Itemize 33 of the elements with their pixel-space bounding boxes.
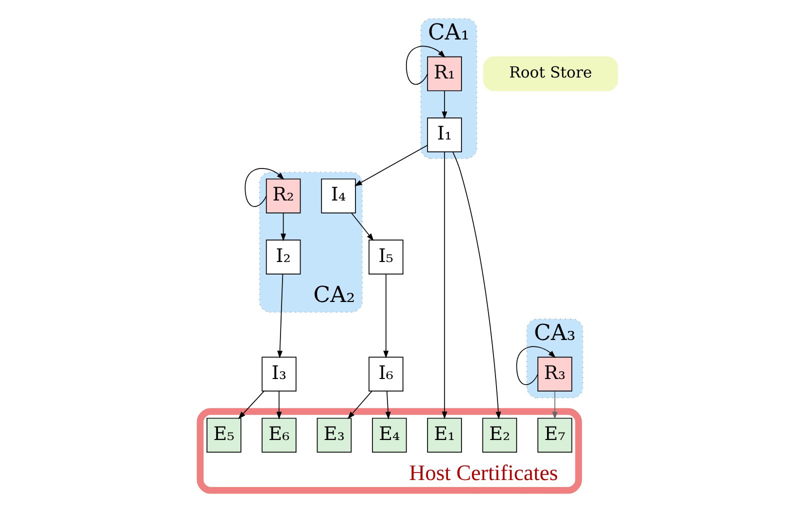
node-box: E₂	[482, 418, 517, 453]
arrow	[382, 274, 388, 358]
arrow	[244, 168, 284, 207]
node-box: E₆	[261, 418, 296, 453]
arrow	[441, 152, 447, 420]
node-box: I₁	[426, 117, 462, 152]
node-box: I₂	[265, 240, 300, 274]
arrow	[452, 152, 501, 420]
node-box: E₇	[536, 418, 572, 453]
arrow	[384, 390, 390, 420]
node-box: I₄	[320, 178, 356, 214]
node-box: R₂	[265, 178, 300, 214]
arrow	[276, 274, 283, 358]
arrow	[280, 212, 286, 242]
arrow	[354, 144, 428, 186]
node-box: E₅	[206, 418, 241, 453]
node-box: E₃	[316, 418, 352, 453]
node-box: R₃	[536, 356, 572, 392]
arrow	[516, 346, 556, 386]
node-box: Root Store	[482, 56, 618, 92]
arrow	[238, 390, 264, 420]
arrow	[405, 46, 445, 85]
arrow	[347, 390, 372, 420]
node-box: I₆	[368, 356, 403, 392]
node-box: E₄	[371, 418, 406, 453]
node-box: I₃	[261, 356, 296, 392]
arrow	[276, 390, 282, 420]
arrow	[552, 390, 557, 420]
arrow	[350, 212, 374, 241]
arrow	[441, 90, 447, 120]
node-box: R₁	[426, 56, 462, 92]
node-box: I₅	[368, 240, 403, 274]
node-box: E₁	[426, 418, 462, 453]
